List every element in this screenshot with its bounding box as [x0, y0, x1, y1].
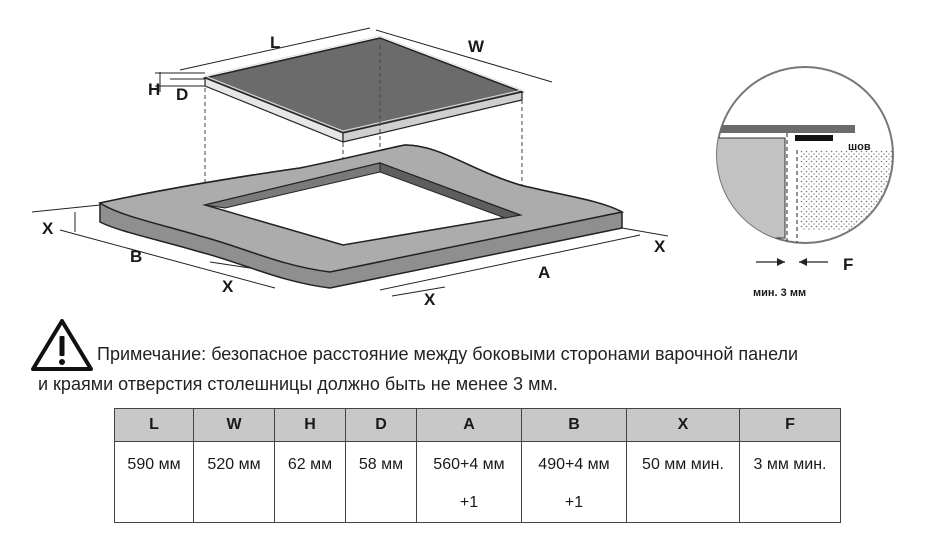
- warning-icon: [31, 319, 93, 371]
- label-X-left: X: [42, 219, 54, 238]
- label-L: L: [270, 33, 280, 52]
- value-H: 62 мм: [274, 441, 346, 523]
- header-H: H: [274, 408, 346, 442]
- label-B: B: [130, 247, 142, 266]
- header-F: F: [739, 408, 841, 442]
- header-W: W: [193, 408, 275, 442]
- installation-diagram: L W H D X B X X A X: [31, 27, 894, 309]
- value-F: 3 мм мин.: [739, 441, 841, 523]
- label-D: D: [176, 85, 188, 104]
- seam-label: шов: [848, 141, 871, 153]
- note-line-1: Примечание: безопасное расстояние между …: [97, 344, 799, 364]
- countertop: [98, 144, 625, 289]
- header-L: L: [114, 408, 194, 442]
- label-W: W: [468, 37, 485, 56]
- cooktop-dimensions: [155, 27, 553, 92]
- value-W: 520 мм: [193, 441, 275, 523]
- countertop-dimensions: [31, 204, 669, 297]
- value-B: 490+4 мм+1: [521, 441, 627, 523]
- label-F: F: [843, 255, 853, 274]
- detail-view: шов F мин. 3 мм: [716, 66, 894, 299]
- label-X-bottom-left: X: [222, 277, 234, 296]
- dimensions-table: L W H D A B X F 590 мм 520 мм 62 мм 58 м…: [114, 408, 841, 523]
- label-X-bottom: X: [424, 290, 436, 309]
- value-D: 58 мм: [345, 441, 417, 523]
- label-X-right: X: [654, 237, 666, 256]
- header-X: X: [626, 408, 740, 442]
- table-row: 590 мм 520 мм 62 мм 58 мм 560+4 мм+1 490…: [114, 441, 841, 523]
- min-gap-label: мин. 3 мм: [753, 287, 806, 299]
- label-H: H: [148, 80, 160, 99]
- value-X: 50 мм мин.: [626, 441, 740, 523]
- header-D: D: [345, 408, 417, 442]
- label-A: A: [538, 263, 550, 282]
- value-L: 590 мм: [114, 441, 194, 523]
- header-B: B: [521, 408, 627, 442]
- value-A: 560+4 мм+1: [416, 441, 522, 523]
- cooktop: [202, 35, 525, 143]
- header-A: A: [416, 408, 522, 442]
- table-header-row: L W H D A B X F: [114, 408, 841, 442]
- note-line-2: и краями отверстия столешницы должно быт…: [38, 374, 558, 394]
